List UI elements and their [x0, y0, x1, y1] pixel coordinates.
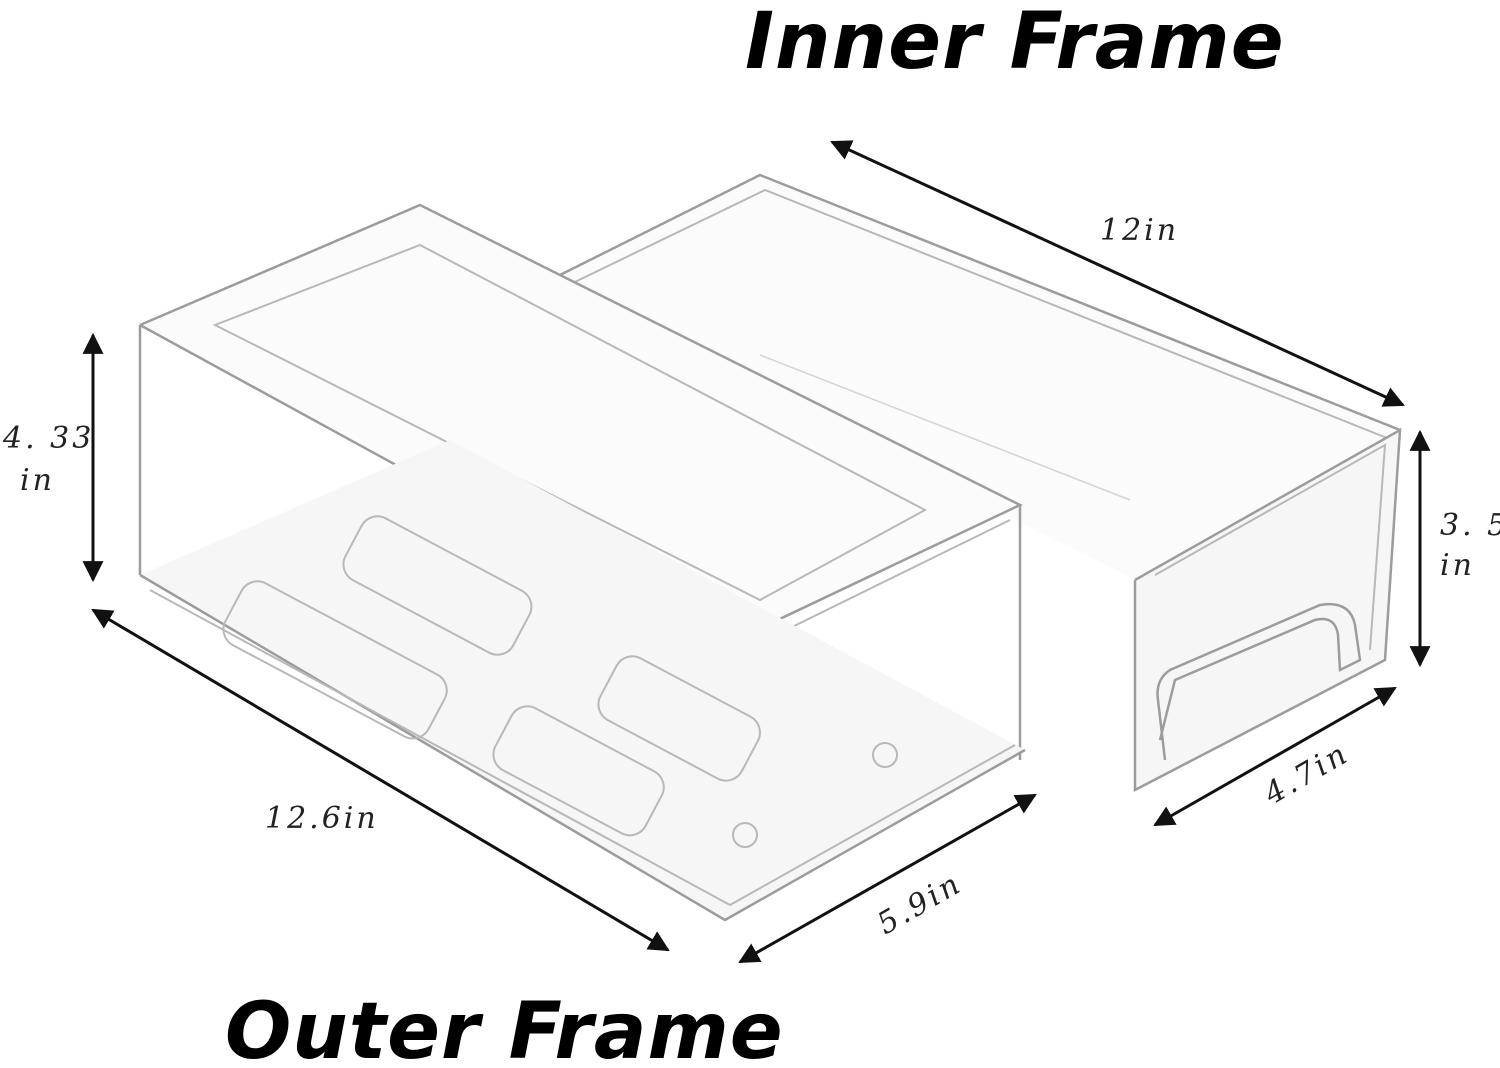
- inner-frame-front-inner: [1154, 443, 1387, 651]
- inner-frame-inner-line: [759, 354, 1131, 501]
- outer-height-unit-label: in: [20, 463, 55, 498]
- inner-frame-title: Inner Frame: [745, 0, 1285, 87]
- outer-width-arrow: [738, 793, 1037, 964]
- outer-length-arrow: [91, 608, 670, 952]
- inner-frame-front-outline: [1133, 427, 1402, 793]
- inner-height-value-label: 3. 5: [1440, 508, 1500, 543]
- outer-height-value-label: 4. 33: [2, 421, 94, 456]
- outer-frame-top-window: [212, 243, 928, 602]
- inner-length-arrow: [830, 140, 1405, 407]
- outer-frame-base-hole: [872, 742, 898, 768]
- inner-width-arrow: [1153, 686, 1397, 827]
- inner-height-unit-label: in: [1440, 548, 1475, 583]
- outer-length-label: 12.6in: [265, 801, 379, 836]
- inner-frame-handle: [1156, 602, 1362, 761]
- outer-frame-title: Outer Frame: [225, 987, 784, 1068]
- inner-length-label: 12in: [1100, 213, 1179, 248]
- inner-width-label: 4.7in: [1258, 736, 1356, 813]
- outer-width-label: 5.9in: [872, 866, 969, 942]
- outer-frame-top: [140, 205, 1020, 645]
